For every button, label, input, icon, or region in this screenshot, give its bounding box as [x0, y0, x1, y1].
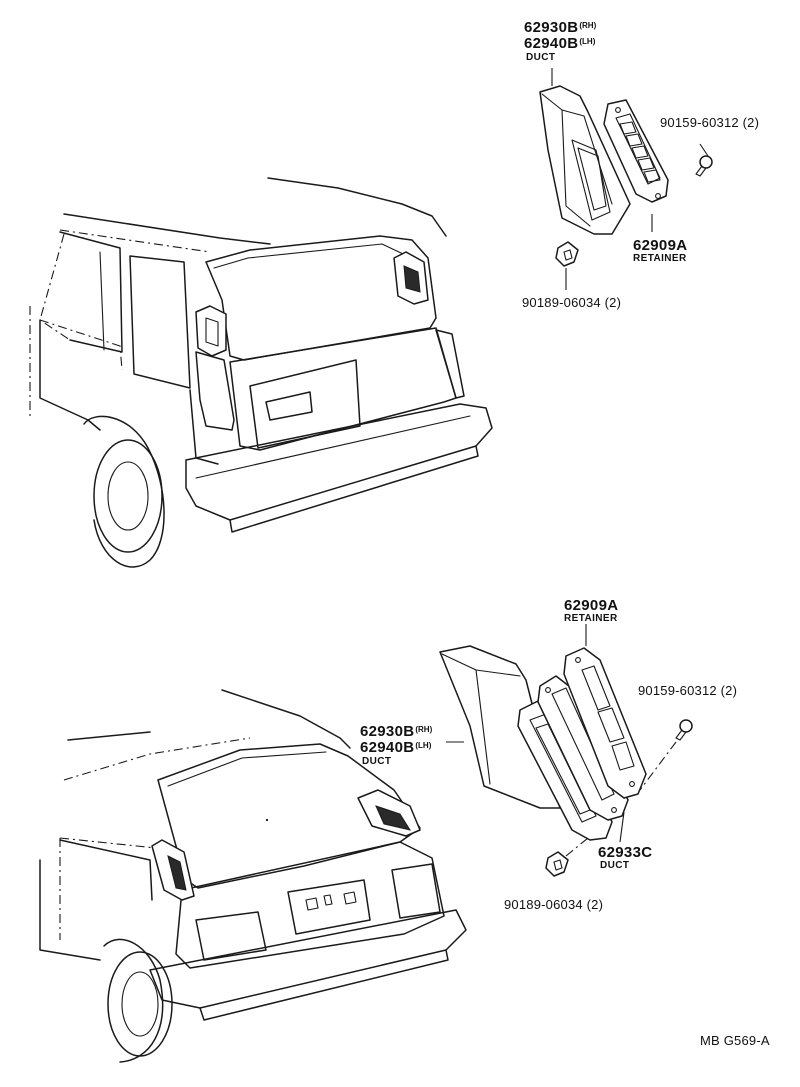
lower-screw — [639, 719, 693, 791]
upper-duct-lh-part: 62940B — [524, 35, 579, 52]
lower-duct-rh-side: (RH) — [415, 725, 433, 734]
upper-retainer-name: RETAINER — [633, 253, 687, 264]
lower-clip — [545, 837, 589, 877]
upper-duct-lh-side: (LH) — [579, 37, 596, 46]
upper-duct-rh-part: 62930B — [524, 19, 579, 36]
upper-screw — [695, 143, 713, 177]
upper-duct-lh-label: 62940B(LH) — [524, 36, 595, 52]
upper-clip-label: 90189-06034 (2) — [522, 295, 622, 310]
upper-duct-rh-side: (RH) — [579, 21, 597, 30]
lower-duct-rh-label: 62930B(RH) — [360, 724, 432, 740]
lower-duct2-part: 62933C — [598, 844, 653, 861]
upper-duct-rh-label: 62930B(RH) — [524, 20, 596, 36]
upper-clip — [555, 241, 579, 290]
lower-clip-label: 90189-06034 (2) — [504, 897, 604, 912]
lower-vehicle — [39, 689, 467, 1063]
upper-vehicle — [29, 177, 493, 568]
lower-duct-rh-part: 62930B — [360, 723, 415, 740]
lower-retainer-part: 62909A — [564, 597, 619, 614]
lower-duct-name: DUCT — [362, 756, 392, 767]
lower-screw-label: 90159-60312 (2) — [638, 683, 738, 698]
lower-duct-lh-part: 62940B — [360, 739, 415, 756]
upper-parts — [539, 68, 713, 290]
reference-code: MB G569-A — [700, 1033, 770, 1048]
lower-duct2-name: DUCT — [600, 860, 630, 871]
lower-duct-lh-label: 62940B(LH) — [360, 740, 431, 756]
upper-screw-label: 90159-60312 (2) — [660, 115, 760, 130]
lower-duct-lh-side: (LH) — [415, 741, 432, 750]
upper-retainer-part: 62909A — [633, 237, 688, 254]
upper-duct-name: DUCT — [526, 52, 556, 63]
lower-retainer-name: RETAINER — [564, 613, 618, 624]
lower-parts — [439, 624, 693, 877]
